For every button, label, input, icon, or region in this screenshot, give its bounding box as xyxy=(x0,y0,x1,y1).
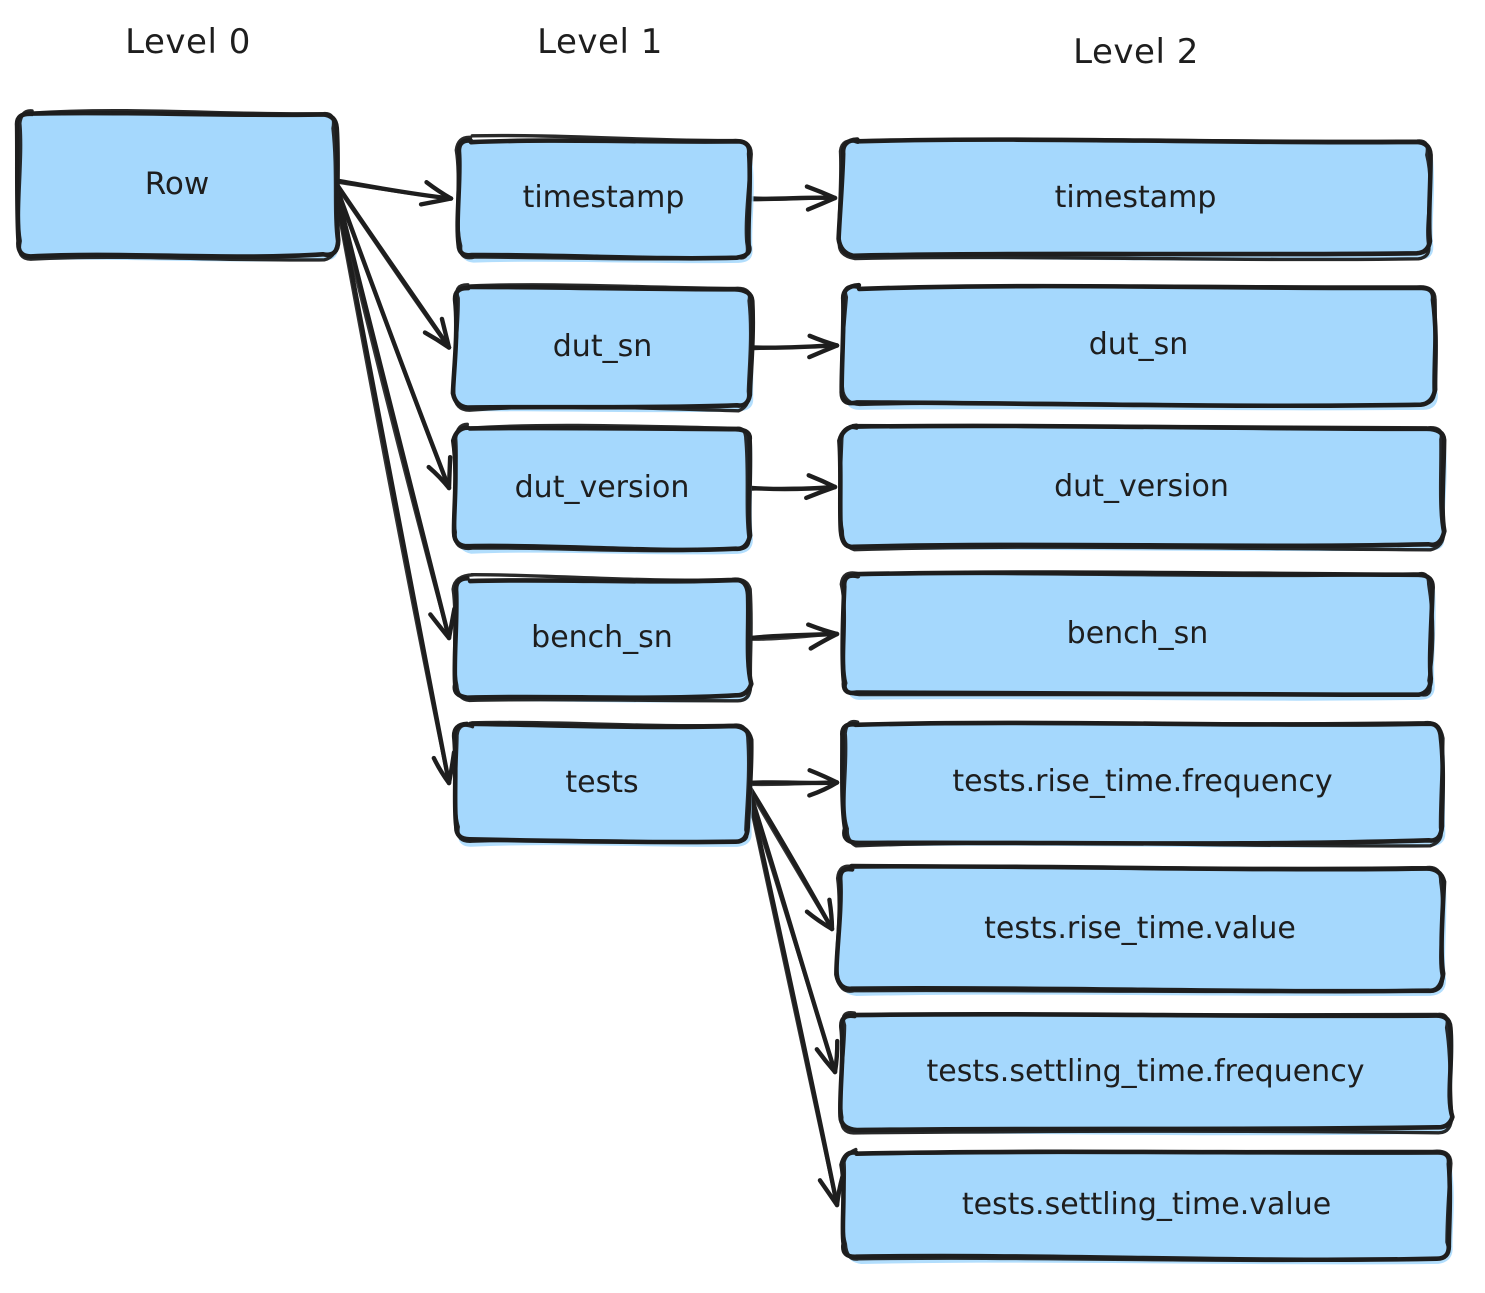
node-shape-dut_version_out xyxy=(837,423,1447,552)
node-label-timestamp_out: timestamp xyxy=(1054,179,1217,215)
node-bench_sn[interactable]: bench_sn xyxy=(455,579,749,697)
edge-row-dut_version xyxy=(331,178,453,491)
node-timestamp_out[interactable]: timestamp xyxy=(841,141,1430,255)
node-label-row: Row xyxy=(144,165,210,202)
node-label-tests_rise_time_frequency: tests.rise_time.frequency xyxy=(952,764,1333,800)
node-tests[interactable]: tests xyxy=(455,725,749,841)
edge-row-timestamp xyxy=(331,178,454,207)
node-tests_rise_time_frequency[interactable]: tests.rise_time.frequency xyxy=(843,723,1442,842)
node-tests_settling_time_frequency[interactable]: tests.settling_time.frequency xyxy=(841,1015,1450,1129)
column-header-level-1: Level 1 xyxy=(537,22,663,62)
node-label-dut_sn: dut_sn xyxy=(552,329,653,365)
edge-tests-settling_freq xyxy=(744,780,840,1075)
node-tests_rise_time_value[interactable]: tests.rise_time.value xyxy=(838,868,1442,990)
node-label-bench_sn: bench_sn xyxy=(531,619,673,655)
node-dut_version_out[interactable]: dut_version xyxy=(841,428,1442,546)
node-shape-tests_rise_time_value xyxy=(834,863,1447,997)
node-shapes-group xyxy=(14,108,1455,1265)
node-tests_settling_time_value[interactable]: tests.settling_time.value xyxy=(843,1152,1450,1258)
node-shape-timestamp_out xyxy=(836,137,1434,262)
node-dut_sn[interactable]: dut_sn xyxy=(455,288,750,407)
node-label-dut_sn_out: dut_sn xyxy=(1088,327,1189,363)
node-shape-timestamp xyxy=(454,133,754,264)
edge-row-dut_sn xyxy=(331,178,452,350)
edge-timestamp-timestamp_out xyxy=(749,184,838,212)
column-header-level-0: Level 0 xyxy=(125,22,251,62)
edge-bench_sn-bench_sn_out xyxy=(748,622,840,651)
node-shape-tests_settling_time_frequency xyxy=(837,1011,1455,1136)
edge-tests-rise_val xyxy=(744,780,835,932)
node-dut_sn_out[interactable]: dut_sn xyxy=(843,287,1434,404)
edge-dut_sn-dut_sn_out xyxy=(749,333,840,360)
node-dut_version[interactable]: dut_version xyxy=(455,428,749,548)
edge-tests-settling_val xyxy=(744,780,845,1208)
node-label-tests: tests xyxy=(565,764,639,800)
edges-group xyxy=(331,178,845,1208)
node-label-tests_settling_time_value: tests.settling_time.value xyxy=(961,1186,1332,1222)
edge-tests-rise_freq xyxy=(744,768,840,798)
node-timestamp[interactable]: timestamp xyxy=(457,140,750,257)
node-shape-dut_version xyxy=(450,422,753,555)
node-shape-tests_settling_time_value xyxy=(839,1147,1454,1265)
node-bench_sn_out[interactable]: bench_sn xyxy=(843,574,1432,694)
node-label-timestamp: timestamp xyxy=(522,180,685,216)
node-label-bench_sn_out: bench_sn xyxy=(1066,615,1209,651)
node-shape-row xyxy=(14,108,341,262)
node-shape-bench_sn xyxy=(451,572,754,703)
node-shape-tests_rise_time_frequency xyxy=(840,719,1446,848)
node-shape-bench_sn_out xyxy=(839,570,1436,701)
node-shape-tests xyxy=(451,720,754,847)
edge-row-bench_sn xyxy=(331,178,457,641)
node-shape-dut_sn_out xyxy=(839,282,1438,411)
node-label-tests_settling_time_frequency: tests.settling_time.frequency xyxy=(926,1053,1365,1089)
node-label-dut_version: dut_version xyxy=(514,469,690,505)
edge-dut_version-dut_version_out xyxy=(748,473,838,501)
node-label-dut_version_out: dut_version xyxy=(1054,468,1229,504)
column-header-level-2: Level 2 xyxy=(1073,32,1199,72)
node-shape-dut_sn xyxy=(450,283,756,413)
node-label-tests_rise_time_value: tests.rise_time.value xyxy=(984,910,1296,946)
node-row[interactable]: Row xyxy=(18,113,336,256)
